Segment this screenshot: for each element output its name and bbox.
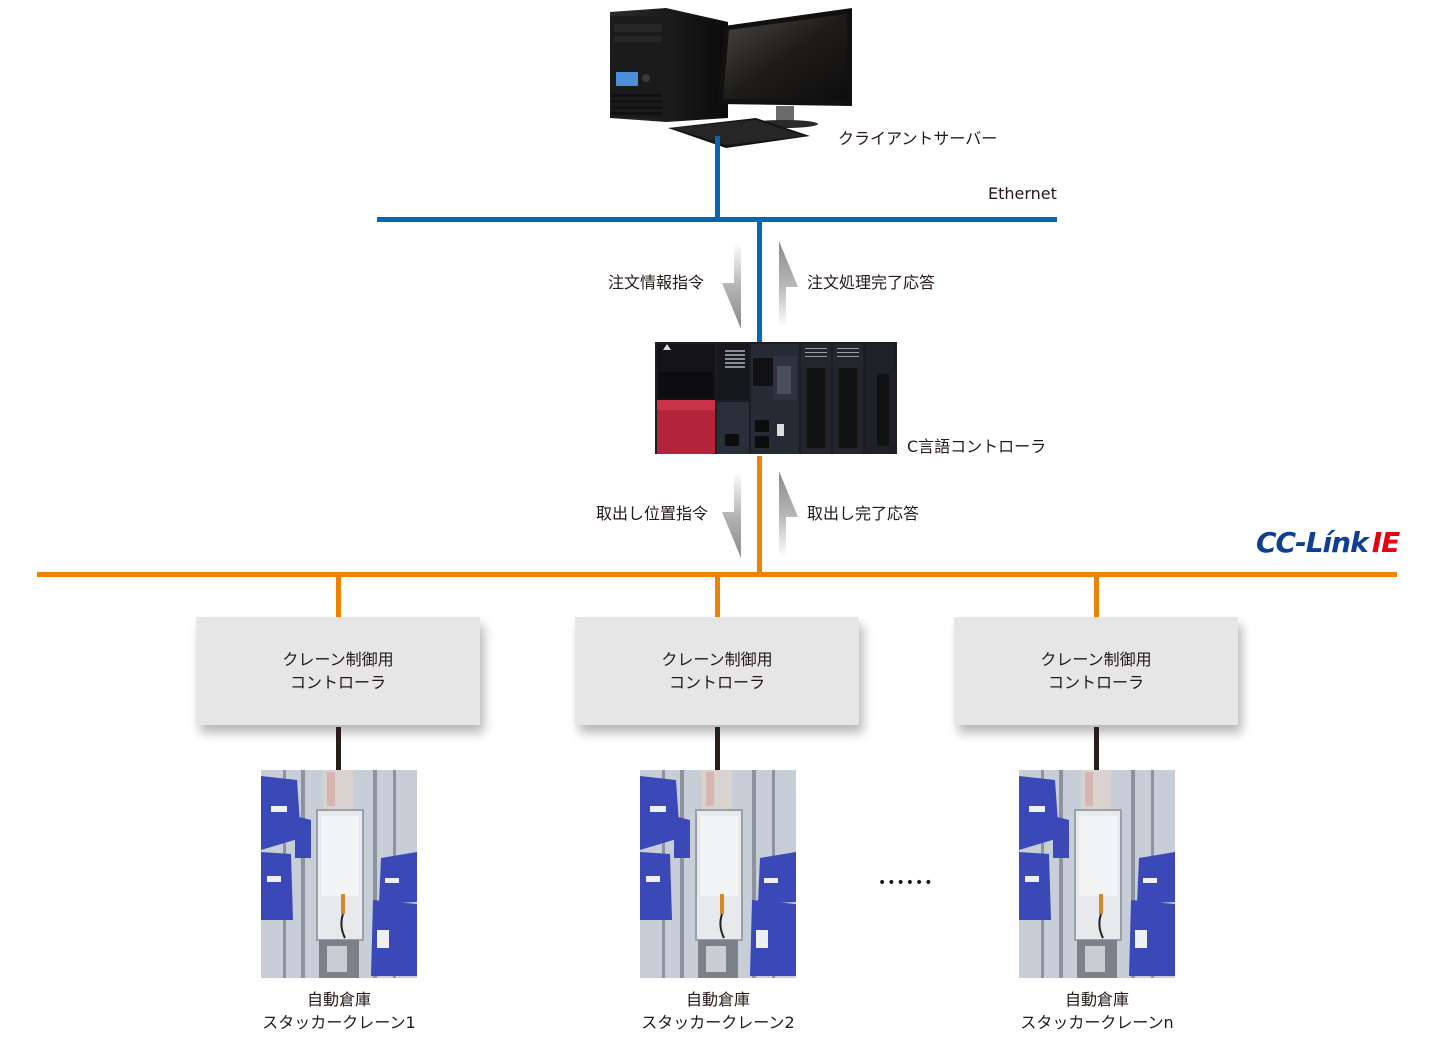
stacker-crane-caption-line2: スタッカークレーン2 [641, 1013, 795, 1032]
crane-controller-line1: クレーン制御用 [282, 650, 394, 669]
pick-position-label: 取出し位置指令 [596, 504, 709, 523]
crane-controller-3: クレーン制御用 コントローラ [954, 617, 1238, 725]
stacker-crane-photo-3 [1019, 770, 1175, 978]
stacker-crane-caption-1: 自動倉庫 スタッカークレーン1 [239, 988, 439, 1034]
stacker-crane-caption-line1: 自動倉庫 [685, 990, 750, 1009]
stacker-crane-icon [1019, 770, 1175, 978]
c-controller-label: C言語コントローラ [907, 437, 1047, 456]
order-complete-arrow-up [779, 241, 798, 327]
crane-link-2 [715, 727, 720, 770]
crane-controller-line1: クレーン制御用 [661, 650, 773, 669]
pick-complete-arrow-up [779, 471, 798, 557]
crane-controller-1: クレーン制御用 コントローラ [196, 617, 480, 725]
crane-link-1 [336, 727, 341, 770]
pick-complete-label: 取出し完了応答 [807, 504, 920, 523]
cclink-logo-ie: IE [1371, 526, 1401, 559]
more-cranes-ellipsis: •••••• [878, 875, 934, 891]
order-command-arrow-down [722, 243, 741, 329]
crane-controller-line2: コントローラ [289, 673, 386, 692]
cclink-drop-3 [1094, 577, 1099, 617]
order-complete-label: 注文処理完了応答 [807, 273, 936, 292]
stacker-crane-caption-line2: スタッカークレーンn [1020, 1013, 1174, 1032]
client-server-label: クライアントサーバー [838, 129, 998, 148]
plc-controller-icon [655, 342, 897, 454]
stacker-crane-caption-line1: 自動倉庫 [1064, 990, 1129, 1009]
crane-controller-line2: コントローラ [668, 673, 765, 692]
stacker-crane-caption-line1: 自動倉庫 [306, 990, 371, 1009]
pick-position-arrow-down [722, 472, 741, 558]
stacker-crane-icon [640, 770, 796, 978]
stacker-crane-caption-line2: スタッカークレーン1 [262, 1013, 416, 1032]
c-language-controller [655, 340, 897, 456]
order-command-label: 注文情報指令 [608, 273, 705, 292]
controller-ethernet-link [757, 222, 762, 344]
pc-ethernet-link [715, 136, 720, 220]
cclink-drop-1 [336, 577, 341, 617]
crane-link-3 [1094, 727, 1099, 770]
controller-cclink-link [757, 456, 762, 574]
stacker-crane-photo-1 [261, 770, 417, 978]
cclink-drop-2 [715, 577, 720, 617]
client-server-pc [606, 6, 856, 151]
computer-icon [610, 8, 852, 148]
stacker-crane-icon [261, 770, 417, 978]
ethernet-bus [377, 217, 1057, 222]
crane-controller-2: クレーン制御用 コントローラ [575, 617, 859, 725]
crane-controller-line2: コントローラ [1047, 673, 1144, 692]
stacker-crane-caption-3: 自動倉庫 スタッカークレーンn [997, 988, 1197, 1034]
crane-controller-line1: クレーン制御用 [1040, 650, 1152, 669]
stacker-crane-photo-2 [640, 770, 796, 978]
cclink-logo-text: CC-Línk [1256, 526, 1369, 559]
ethernet-label: Ethernet [988, 184, 1057, 203]
cclink-ie-bus [37, 572, 1397, 577]
stacker-crane-caption-2: 自動倉庫 スタッカークレーン2 [618, 988, 818, 1034]
